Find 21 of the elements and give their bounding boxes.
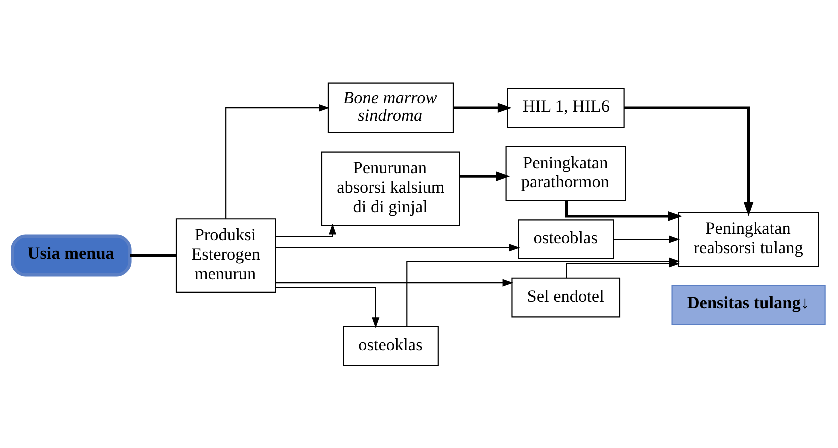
connector (130, 254, 176, 257)
arrow (614, 235, 680, 243)
node-box: Sel endotel (512, 277, 621, 318)
arrow (276, 224, 337, 237)
node-box: osteoklas (343, 326, 439, 366)
arrow (276, 278, 514, 286)
node-box: osteoblas (518, 219, 614, 260)
arrow (276, 244, 520, 252)
node-box: Peningkatan reabsorsi tulang (678, 212, 820, 267)
arrow (454, 102, 512, 113)
node-box: Produksi Esterogen menurun (176, 218, 276, 292)
node-box: Penurunan absorsi kalsium di di ginjal (321, 151, 460, 226)
arrow (226, 104, 330, 218)
node-box: Peningkatan parathormon (506, 146, 626, 201)
arrow (276, 286, 380, 328)
node-box: HIL 1, HIL6 (507, 88, 625, 128)
node-box: Usia menua (11, 234, 132, 276)
arrow (460, 171, 510, 181)
node-box: Bone marrow sindroma (328, 82, 454, 133)
node-box: Densitas tulang↓ (672, 284, 826, 325)
arrow (624, 106, 754, 216)
